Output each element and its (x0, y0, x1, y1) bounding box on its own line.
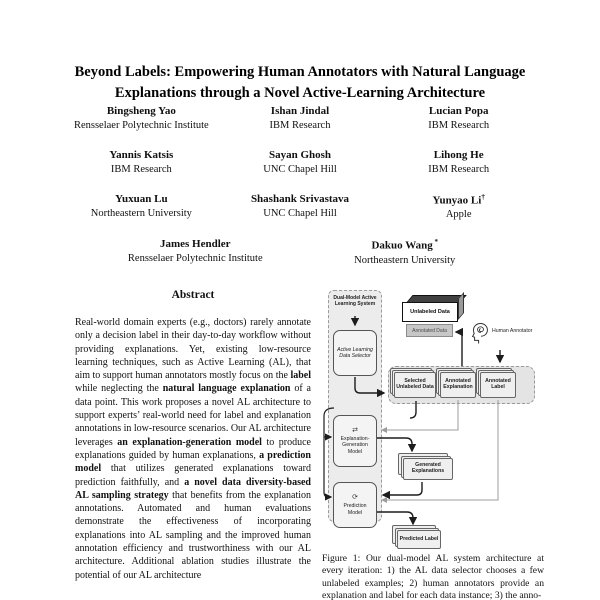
explanation-generation-model-label: Explanation-Generation Model (340, 436, 370, 455)
author-footnote-mark: * (432, 238, 438, 247)
predicted-label-card: Predicted Label (397, 530, 441, 549)
prediction-model-label: Prediction Model (343, 503, 367, 516)
paper-title: Beyond Labels: Empowering Human Annotato… (50, 62, 550, 103)
author-affiliation: Northeastern University (354, 254, 456, 266)
author-block: Lihong He IBM Research (379, 149, 538, 176)
paper-title-line2: Explanations through a Novel Active-Lear… (114, 84, 486, 101)
abstract-text: Real-world domain experts (e.g., doctors… (75, 316, 311, 582)
abstract-heading: Abstract (171, 289, 215, 301)
author-affiliation: Apple (445, 209, 472, 221)
author-block: Dakuo Wang * Northeastern University (300, 238, 509, 267)
abstract-bold-phrase: a prediction model (75, 449, 311, 475)
abstract-segment: while neglecting the (75, 383, 163, 395)
author-name: Sayan Ghosh (268, 148, 332, 161)
author-affiliation: IBM Research (428, 163, 490, 175)
selected-unlabeled-data-stack: Selected Unlabeled Data (390, 368, 436, 398)
author-block: Yunyao Li† Apple (379, 193, 538, 222)
cycle-icon: ⇄ (352, 427, 358, 435)
figure1-caption: Figure 1: Our dual-model AL system archi… (322, 553, 544, 600)
annotated-data-box: Annotated Data (406, 324, 453, 337)
author-affiliation: UNC Chapel Hill (263, 163, 337, 175)
annotated-data-label: Annotated Data (412, 327, 447, 334)
abstract-segment: of a data point. This work proposes a no… (75, 383, 311, 448)
explanation-generation-model-node: ⇄ Explanation-Generation Model (333, 415, 377, 467)
author-row: Yuxuan Lu Northeastern University Shashank… (62, 193, 538, 222)
figure1-diagram: Dual-Model Active Learning System Active… (322, 288, 544, 550)
unlabeled-data-label: Unlabeled Data (410, 309, 450, 315)
abstract-segment: that utilizes generated explanations tow… (75, 463, 311, 488)
author-name: Lucian Popa (428, 105, 489, 117)
author-name: Yuxuan Lu (115, 192, 168, 205)
author-name: Lihong He (433, 148, 484, 161)
abstract-bold-phrase: an explanation-generation model (117, 436, 262, 448)
author-name: Yannis Katsis (109, 148, 174, 161)
author-affiliation: IBM Research (110, 163, 172, 175)
author-affiliation: IBM Research (269, 119, 331, 131)
paper-title-line1: Beyond Labels: Empowering Human Annotato… (74, 64, 526, 80)
author-affiliation: Rensselaer Polytechnic Institute (73, 119, 209, 131)
author-footnote-mark: † (481, 192, 485, 201)
abstract-segment: that benefits from the explanation annot… (75, 489, 311, 581)
annotated-explanation-stack: Annotated Explanation (436, 368, 476, 398)
al-data-selector-label: Active Learning Data Selector (337, 346, 373, 359)
author-block: Yuxuan Lu Northeastern University (62, 193, 221, 222)
author-name: James Hendler (159, 238, 231, 251)
annotated-label-card: Annotated Label (480, 372, 516, 398)
abstract-segment: Real-world domain experts (e.g., doctors… (75, 317, 311, 382)
human-annotator-label: Human Annotator (492, 328, 533, 334)
author-affiliation: Rensselaer Polytechnic Institute (127, 253, 263, 265)
author-name: Shashank Srivastava (250, 192, 350, 205)
annotated-explanation-card: Annotated Explanation (440, 372, 476, 398)
author-affiliation: UNC Chapel Hill (263, 207, 337, 219)
refresh-icon: ⟳ (352, 494, 358, 502)
al-data-selector-node: Active Learning Data Selector (333, 330, 377, 376)
abstract-segment: to produce explanations guided by human … (75, 436, 311, 461)
author-name: Dakuo Wang * (371, 238, 438, 252)
generated-explanations-card: Generated Explanations (403, 458, 453, 480)
author-name: Bingsheng Yao (106, 105, 176, 117)
figure-column: Dual-Model Active Learning System Active… (322, 288, 546, 600)
unlabeled-data-box: Unlabeled Data (402, 302, 458, 322)
generated-explanations-stack: Generated Explanations (398, 453, 453, 480)
abstract-bold-phrase: label (290, 370, 311, 382)
abstract-bold-phrase: a novel data diversity-based AL sampling… (75, 476, 311, 501)
author-name: Yunyao Li† (432, 192, 485, 207)
abstract-bold-phrase: natural language explanation (162, 383, 291, 395)
unlabeled-data-box-side-face (458, 291, 464, 320)
human-annotator-icon (471, 323, 488, 344)
selected-unlabeled-data-card: Selected Unlabeled Data (394, 372, 436, 398)
abstract-column: Abstract Real-world domain experts (e.g.… (75, 289, 311, 600)
dual-model-system-label: Dual-Model Active Learning System (333, 295, 377, 307)
annotated-label-stack: Annotated Label (476, 368, 516, 398)
predicted-label-stack: Predicted Label (392, 525, 441, 549)
author-affiliation: Northeastern University (90, 207, 192, 219)
author-affiliation: IBM Research (428, 119, 490, 131)
author-name: Ishan Jindal (270, 105, 330, 117)
prediction-model-node: ⟳ Prediction Model (333, 482, 377, 528)
